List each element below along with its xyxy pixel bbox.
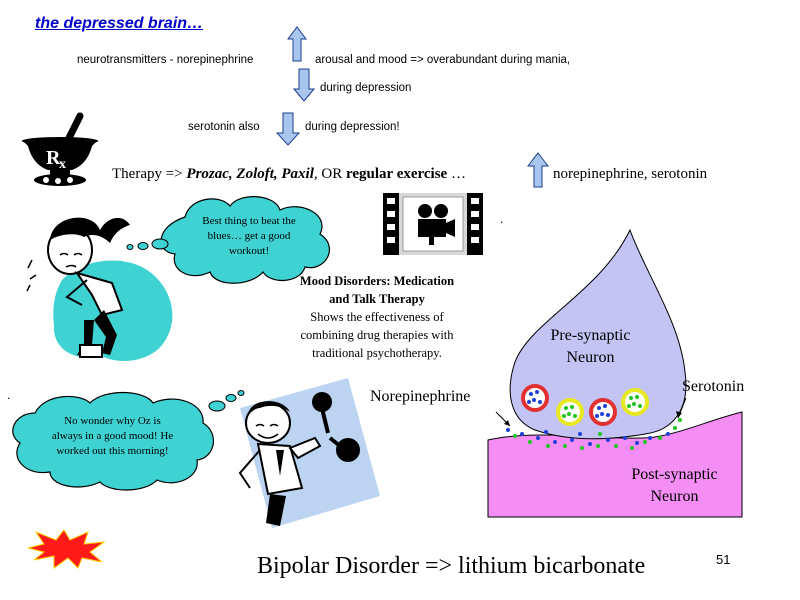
up-arrow-icon [527, 152, 549, 188]
therapy-exercise: regular exercise [346, 166, 448, 182]
tired-woman-illustration [26, 217, 173, 361]
serotonin-depression-text: during depression! [305, 121, 400, 133]
svg-text:R: R [46, 147, 61, 169]
serotonin-label-diagram: Serotonin [682, 378, 745, 395]
thought-cloud [12, 390, 245, 491]
norepinephrine-label: neurotransmitters - norepinephrine [77, 54, 254, 66]
dot-marker: . [500, 212, 504, 226]
neurotransmitter-dots [506, 418, 682, 450]
down-arrow-icon [276, 112, 300, 146]
cloud-bottom-text: No wonder why Oz is always in a good moo… [51, 415, 174, 457]
presynaptic-label: Pre-synaptic Neuron [528, 325, 653, 369]
postsynaptic-line-2: Neuron [650, 488, 699, 505]
bipolar-line: Bipolar Disorder => lithium bicarbonate [257, 553, 646, 579]
weightlifter-illustration [238, 378, 380, 528]
film-camera-icon [383, 193, 483, 255]
cloud-top-text: Best thing to beat the blues… get a good… [202, 215, 296, 257]
arousal-mood-text: arousal and mood => overabundant during … [315, 54, 571, 66]
mood-disorders-block: Mood Disorders: Medication and Talk Ther… [272, 272, 482, 362]
mood-body-2: combining drug therapies with [300, 328, 454, 342]
therapy-ellipsis: … [447, 166, 466, 182]
thought-cloud [126, 196, 331, 284]
during-depression-text: during depression [320, 82, 412, 94]
postsynaptic-line-1: Post-synaptic [631, 466, 718, 483]
mood-body-1: Shows the effectiveness of [310, 310, 444, 324]
mood-heading-1: Mood Disorders: Medication [299, 274, 455, 288]
mortar-pestle-rx-icon: R x [22, 112, 98, 186]
presynaptic-line-2: Neuron [566, 349, 615, 366]
therapy-drugs: Prozac, Zoloft, Paxil [186, 166, 314, 182]
therapy-suffix: norepinephrine, serotonin [553, 166, 708, 182]
vesicles [521, 384, 649, 426]
mood-body-3: traditional psychotherapy. [312, 346, 442, 360]
dot-marker: . [7, 388, 11, 402]
therapy-or: , OR [313, 166, 346, 182]
norepinephrine-label-diagram: Norepinephrine [370, 388, 471, 405]
presynaptic-line-1: Pre-synaptic [550, 327, 631, 344]
postsynaptic-label: Post-synaptic Neuron [612, 464, 737, 508]
up-arrow-icon [287, 26, 307, 62]
synapse-diagram [487, 228, 743, 518]
page-number: 51 [716, 552, 731, 567]
serotonin-label: serotonin also [188, 121, 260, 133]
slide-title: the depressed brain… [35, 15, 204, 32]
therapy-prefix: Therapy => [112, 166, 187, 182]
starburst-icon [27, 529, 106, 569]
therapy-line: Therapy => Prozac, Zoloft, Paxil, OR reg… [112, 166, 466, 183]
svg-text:x: x [59, 157, 66, 172]
down-arrow-icon [293, 68, 315, 102]
mood-heading-2: and Talk Therapy [329, 292, 425, 306]
